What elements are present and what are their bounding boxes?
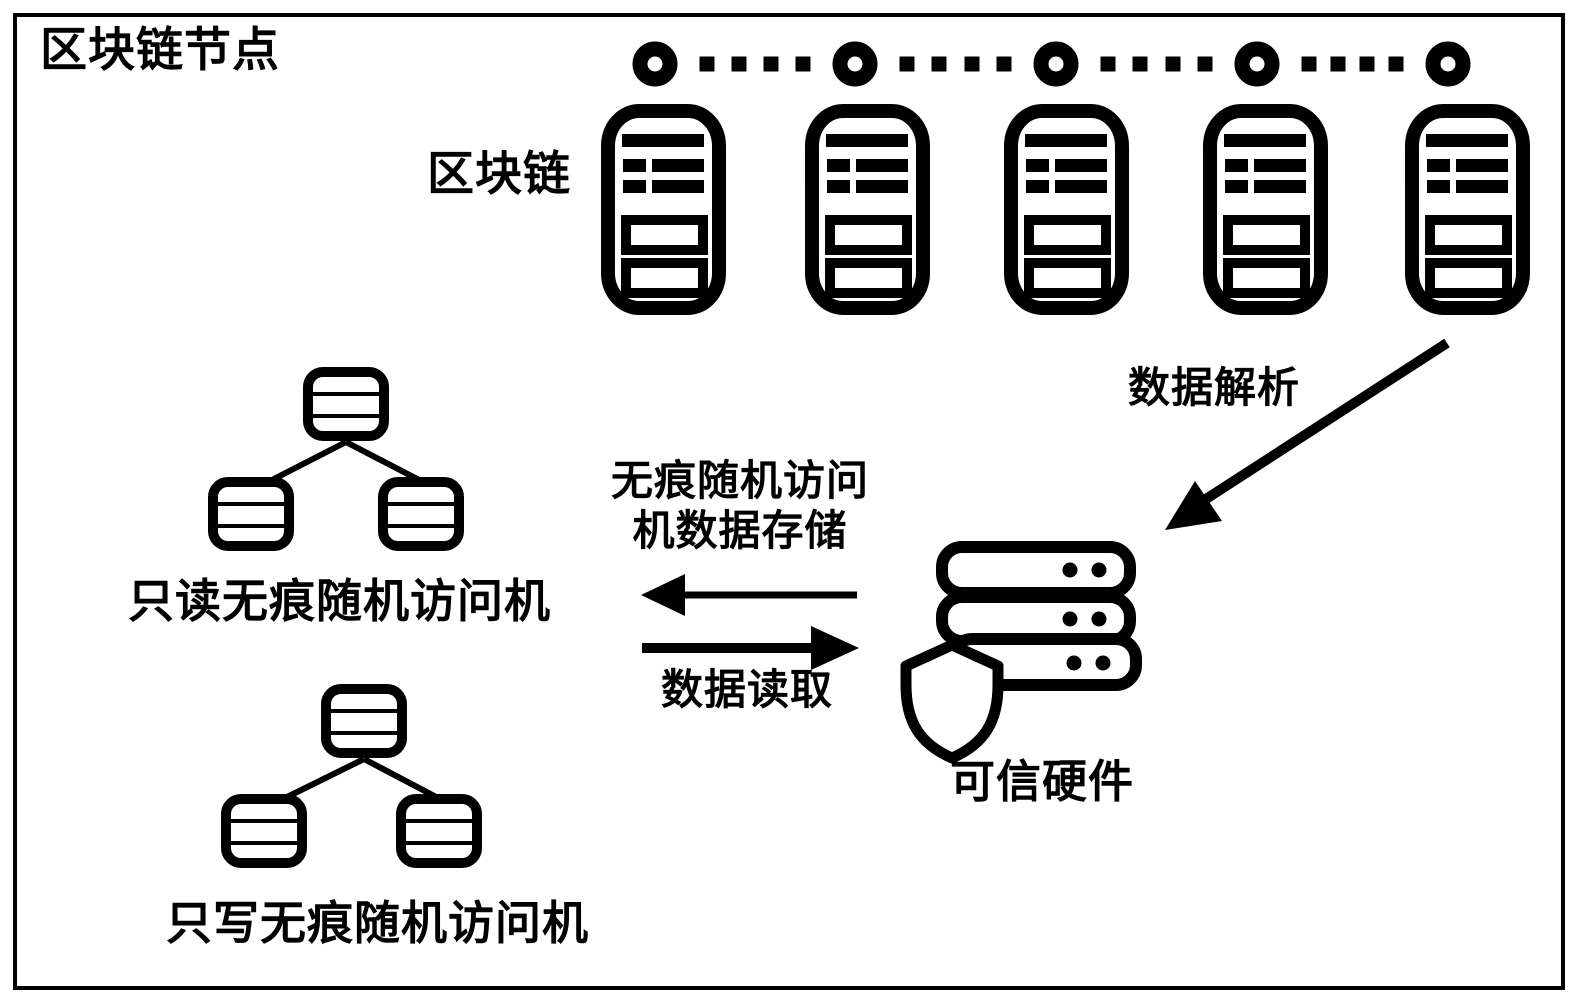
write-only-oram-label: 只写无痕随机访问机 [166, 898, 589, 949]
database-stack-icon [936, 541, 1142, 691]
oram-storage-label-line1: 无痕随机访问 [610, 459, 869, 505]
data-parse-arrow-icon [1165, 338, 1450, 530]
trusted-hardware-icon [900, 541, 1142, 764]
blockchain-label: 区块链 [427, 149, 571, 201]
read-only-oram-tree-icon [195, 360, 480, 555]
read-only-oram-label: 只读无痕随机访问机 [128, 576, 551, 627]
page-title: 区块链节点 [40, 25, 280, 77]
data-read-label: 数据读取 [660, 668, 833, 714]
write-only-oram-tree-icon [210, 677, 495, 872]
server-icon [804, 103, 931, 316]
server-icon [1003, 103, 1130, 316]
chain-links-icon [632, 41, 1471, 87]
trusted-hardware-label: 可信硬件 [950, 757, 1135, 807]
data-parse-label: 数据解析 [1128, 366, 1301, 412]
arrow-right-icon [642, 626, 859, 670]
arrow-left-icon [641, 574, 857, 616]
server-icon [1202, 103, 1329, 316]
oram-storage-label: 无痕随机访问 机数据存储 [606, 458, 874, 557]
diagram-border [13, 13, 1565, 990]
server-icon [1404, 103, 1531, 316]
oram-storage-label-line2: 机数据存储 [632, 508, 848, 555]
shield-icon [900, 639, 1004, 764]
server-icon [600, 103, 727, 316]
